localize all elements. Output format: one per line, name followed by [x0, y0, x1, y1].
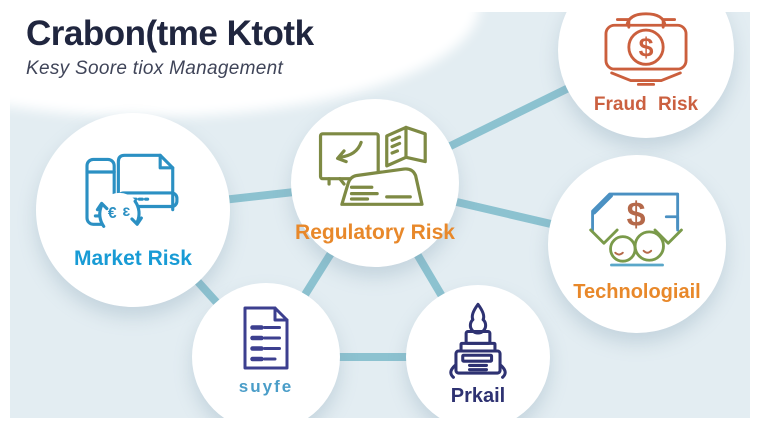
node-label: Fraud Risk	[593, 94, 699, 115]
node-label: Market Risk	[74, 247, 192, 270]
node-technologiail: $ Technologiail	[548, 155, 726, 333]
header: Crabon(tme Ktotk Kesy Soore tiox Managem…	[26, 12, 314, 80]
node-market-risk: € ɛ Market Risk	[36, 113, 230, 307]
svg-text:€: €	[108, 205, 117, 222]
node-label: Technologiail	[573, 280, 701, 303]
folder-dollar-heads-icon: $	[589, 192, 683, 266]
svg-text:$: $	[627, 196, 646, 234]
node-label: Prkail	[450, 385, 506, 407]
checklist-document-icon	[243, 306, 289, 370]
page-subtitle: Kesy Soore tiox Management	[26, 57, 284, 79]
svg-text:ɛ: ɛ	[123, 203, 131, 220]
camera-dollar-icon: $	[604, 12, 688, 86]
page-title: Crabon(tme Ktotk	[26, 14, 314, 53]
node-prkail: Prkail	[406, 285, 550, 418]
diagram-panel: € ɛ Market Risk Regulatory Risk	[10, 12, 750, 418]
svg-text:$: $	[639, 33, 654, 63]
candle-holder-icon	[449, 302, 507, 379]
node-regulatory-risk: Regulatory Risk	[291, 99, 459, 267]
node-label: suyfe	[238, 377, 294, 396]
board-book-printer-icon	[318, 125, 427, 206]
node-label: Regulatory Risk	[295, 221, 455, 244]
devices-currency-cycle-icon: € ɛ	[85, 153, 179, 235]
node-suyfe: suyfe	[192, 283, 340, 418]
